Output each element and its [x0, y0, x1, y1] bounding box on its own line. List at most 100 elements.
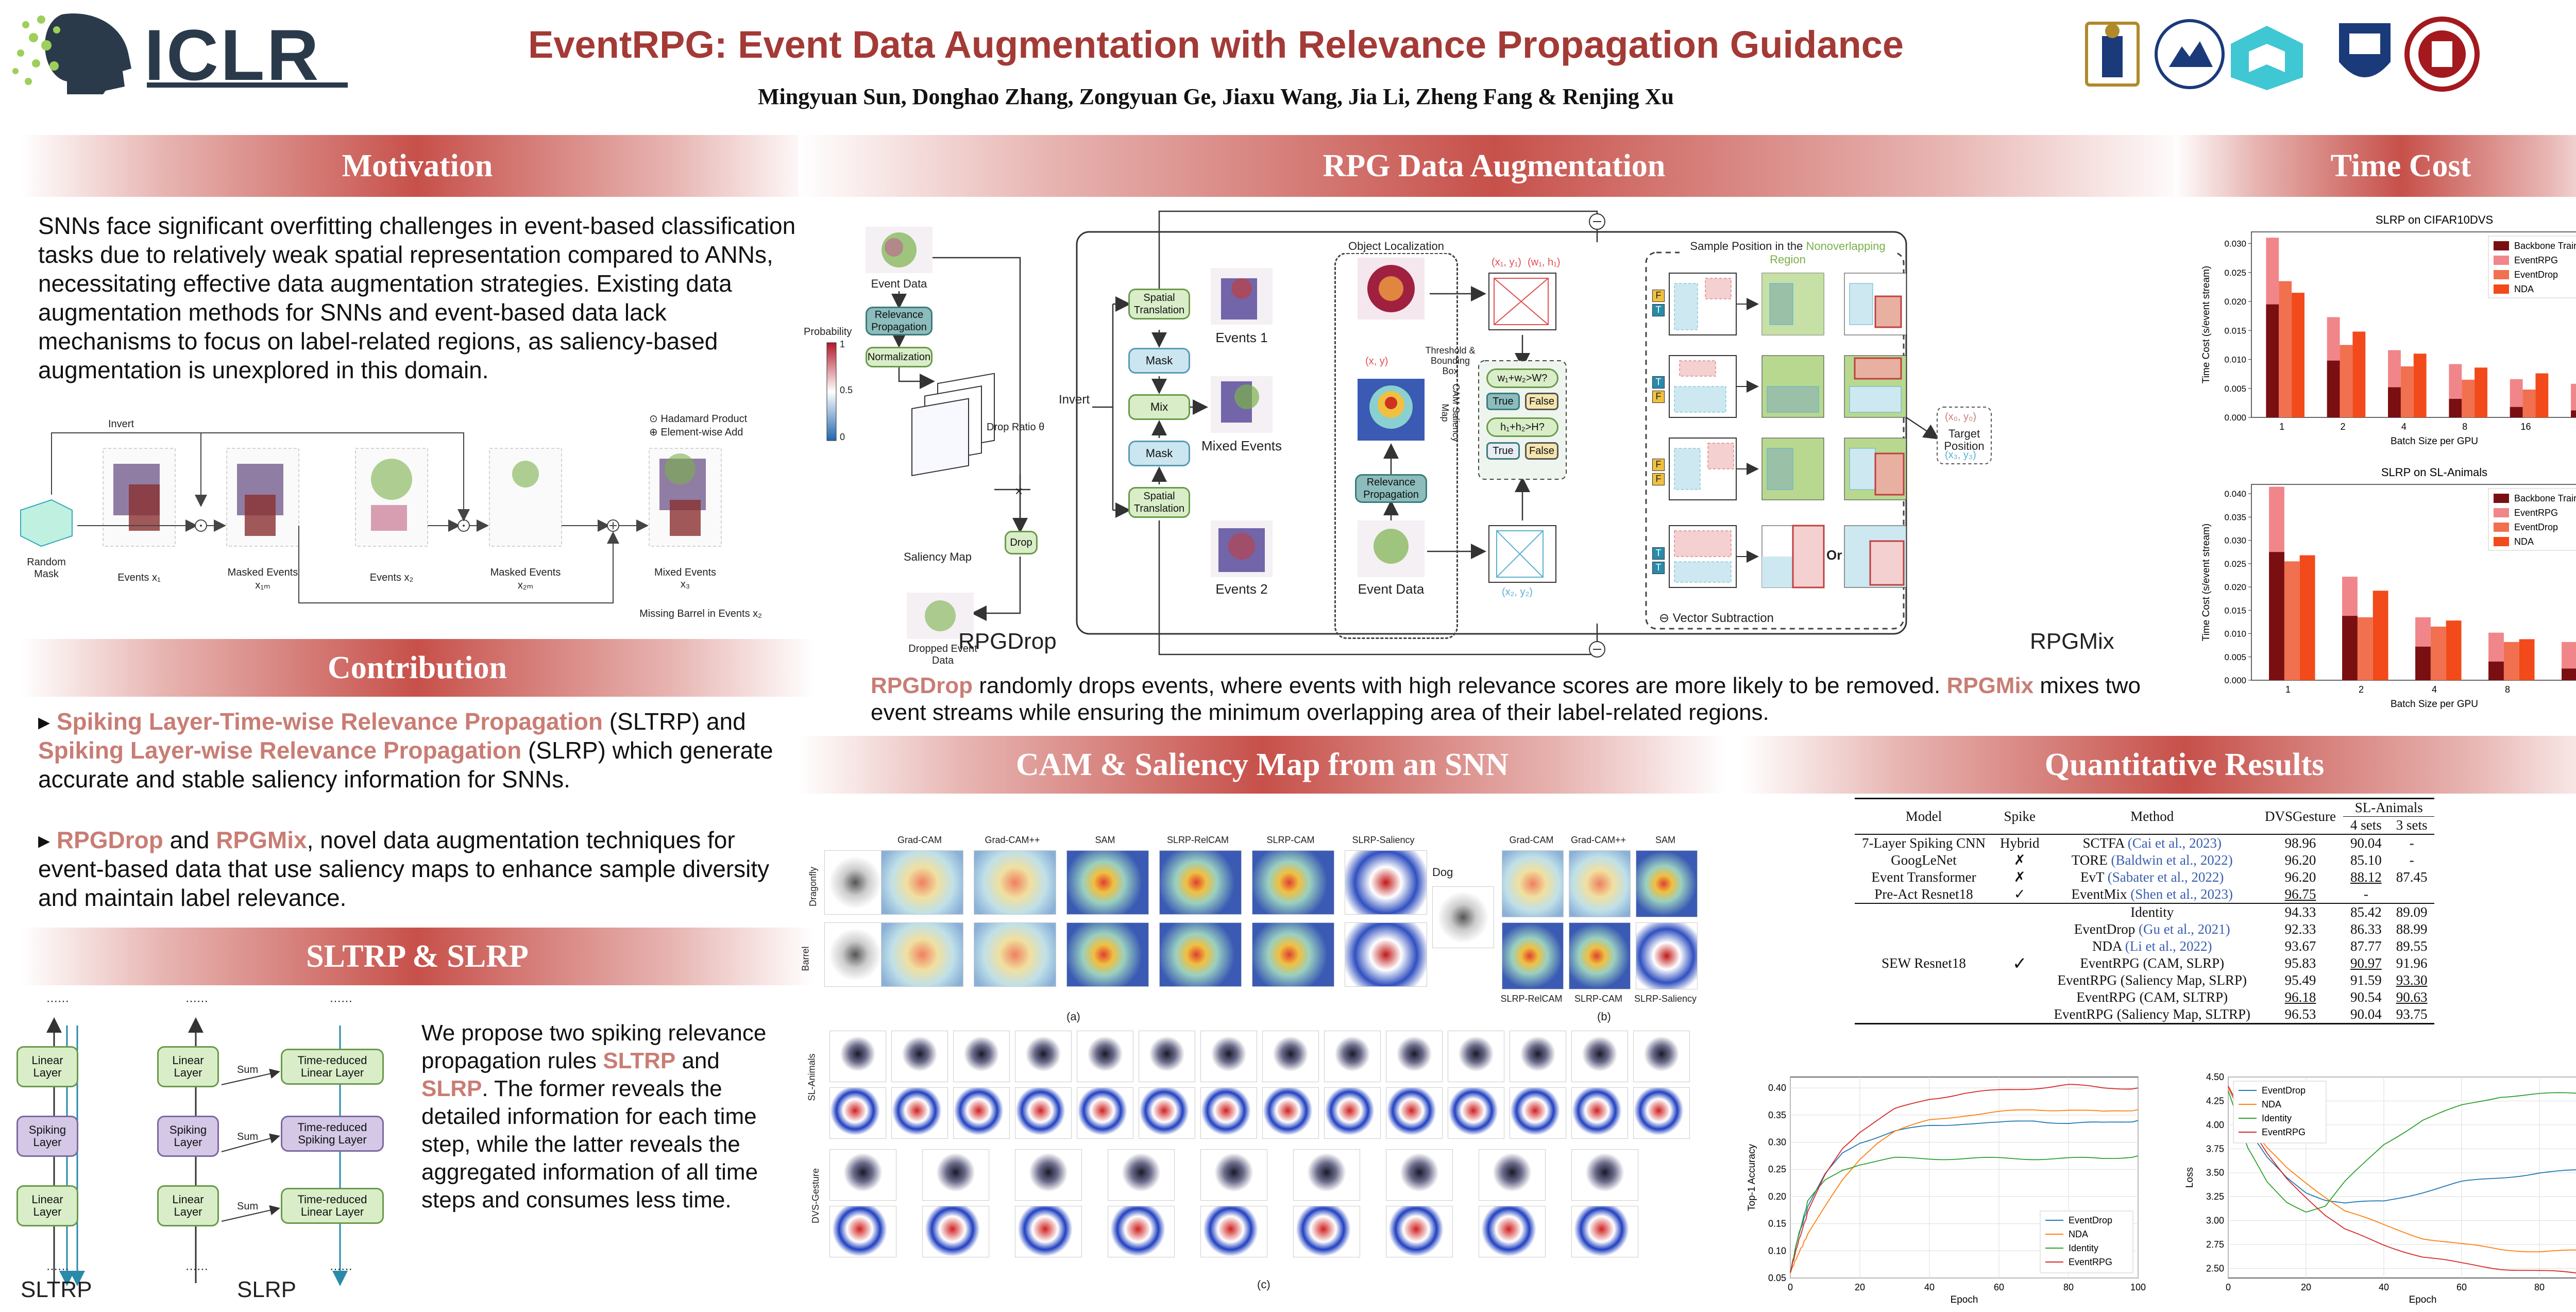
y-tick-label: 0.010	[2224, 355, 2246, 365]
series-line	[1790, 1084, 2139, 1272]
motivation-text: SNNs face significant overfitting challe…	[38, 212, 796, 383]
cam-c-thumb	[1448, 1031, 1504, 1082]
legend-item: EventDrop	[2069, 1215, 2112, 1225]
cam-c-thumb	[891, 1031, 948, 1082]
logo-1-icon	[2085, 22, 2140, 87]
cam-a-col-label: SLRP-Saliency	[1352, 835, 1415, 845]
dots-5: ⋯⋯	[185, 1263, 208, 1275]
cam-b-dog: Dog	[1432, 866, 1453, 879]
y-tick-label: 2.75	[2206, 1239, 2224, 1250]
affiliation-logos	[2081, 15, 2576, 93]
rpg-events2: Events 2	[1215, 581, 1268, 597]
cam-b-label: (b)	[1597, 1010, 1611, 1023]
sltrp-heading: SLTRP & SLRP	[306, 938, 529, 974]
series-line	[2228, 1087, 2576, 1253]
y-tick-label: 3.75	[2206, 1143, 2224, 1154]
loss-chart: 0204060801002.502.753.003.253.503.754.00…	[2184, 1072, 2576, 1305]
bar	[2449, 399, 2462, 417]
cam-c-thumb	[1015, 1149, 1082, 1201]
sample-grid	[1669, 273, 1907, 588]
bar	[2327, 360, 2340, 417]
results-table: Model Spike Method DVSGesture SL-Animals…	[1855, 798, 2435, 1024]
cam-c-thumb	[1324, 1087, 1381, 1139]
cam-a-thumb	[881, 922, 963, 987]
cam-b-thumb	[1502, 850, 1564, 917]
cam-c-thumb	[1633, 1031, 1690, 1082]
table-row: Event Transformer✗EvT (Sabater et al., 2…	[1871, 869, 2428, 885]
cam-b-col-label: SLRP-Saliency	[1634, 994, 1697, 1004]
bar	[2388, 387, 2401, 417]
legend-item: NDA	[2514, 284, 2534, 294]
legend-item: EventRPG	[2069, 1257, 2112, 1267]
quant-heading: Quantitative Results	[2044, 747, 2325, 782]
cam-c-thumb	[953, 1087, 1010, 1139]
slrp-linear-top: Linear Layer	[157, 1046, 219, 1087]
rpg-normalization: Normalization	[866, 347, 933, 367]
cam-a-thumb	[974, 850, 1056, 915]
y-tick-label: 3.00	[2206, 1216, 2224, 1226]
y-tick-label: 0.020	[2224, 582, 2246, 592]
rpg-cbar-bot: 0	[840, 432, 845, 442]
cam-c-thumb	[1479, 1206, 1546, 1257]
cam-c-thumb	[1200, 1206, 1267, 1257]
table-header-row: Model Spike Method DVSGesture SL-Animals	[1855, 798, 2435, 835]
y-tick-label: 0.20	[1768, 1191, 1786, 1202]
x-axis-label: Epoch	[2409, 1294, 2437, 1305]
y-tick-label: 4.00	[2206, 1120, 2224, 1130]
x-tick-label: 60	[1994, 1282, 2004, 1292]
y-axis-label: Top-1 Accuracy	[1747, 1144, 1757, 1211]
label-events-x1: Events x₁	[117, 572, 161, 583]
label-masked-x2m: Masked Events x₂ₘ	[490, 567, 561, 591]
y-tick-label: 0.000	[2224, 676, 2246, 685]
cam-b-col-label: Grad-CAM++	[1570, 835, 1626, 845]
contribution-bullet-1: ▸ Spiking Layer-Time-wise Relevance Prop…	[38, 708, 773, 793]
rpg-invert: Invert	[1059, 393, 1090, 407]
legend-hadamard: ⊙ Hadamard Product	[649, 413, 748, 425]
logo-3-icon	[2231, 26, 2303, 90]
rpg-spatial-2: Spatial Translation	[1128, 487, 1190, 518]
x-tick-label: 40	[2379, 1282, 2389, 1292]
rpg-false-2: False	[1525, 442, 1558, 460]
cam-b-thumb	[1636, 922, 1698, 989]
colorbar	[826, 342, 837, 441]
series-line	[2228, 1086, 2576, 1274]
time-cost-chart-1: SLRP on CIFAR10DVS0.0000.0050.0100.0150.…	[2201, 213, 2576, 447]
bar	[2488, 661, 2504, 680]
cam-heatmap	[1358, 379, 1425, 441]
rpg-cond1: w₁+w₂>W?	[1486, 368, 1558, 388]
cam-b-col-label: SAM	[1655, 835, 1675, 845]
rpg-false-1: False	[1525, 393, 1558, 410]
cam-c-thumb	[829, 1031, 886, 1082]
cam-c-row-label: DVS-Gesture	[810, 1168, 821, 1224]
rpg-x2y2: (x₂, y₂)	[1502, 586, 1533, 598]
bar	[2352, 331, 2366, 417]
x-tick-label: 60	[2456, 1282, 2467, 1292]
bar	[2446, 620, 2462, 680]
rpg-sample-pos: Sample Position in the Nonoverlapping Re…	[1680, 240, 1896, 266]
legend: Backbone TrainingEventRPGEventDropNDA	[2488, 236, 2576, 298]
x-tick-label: 40	[1924, 1282, 1935, 1292]
cam-c-thumb	[1386, 1031, 1443, 1082]
rpg-heading: RPG Data Augmentation	[1323, 148, 1666, 183]
series-line	[1790, 1109, 2139, 1274]
cam-c-row-label: SL-Animals	[806, 1053, 817, 1101]
contribution-heading: Contribution	[328, 650, 507, 685]
motivation-figure: Invert ⊙ Hadamard Product ⊕ Element-wise…	[10, 407, 783, 624]
y-tick-label: 0.035	[2224, 512, 2246, 522]
legend-item: Identity	[2262, 1113, 2292, 1123]
legend-item: NDA	[2514, 536, 2534, 547]
bar	[2299, 555, 2315, 680]
quant-banner: Quantitative Results	[1741, 736, 2576, 794]
bar	[2269, 552, 2284, 680]
cam-c-thumb	[1139, 1031, 1195, 1082]
bar	[2462, 379, 2475, 417]
cam-a-thumb	[1159, 850, 1242, 915]
cam-a-col-label: SLRP-RelCAM	[1166, 835, 1229, 845]
cam-c-thumb	[1448, 1087, 1504, 1139]
x-tick-label: 80	[2534, 1282, 2545, 1292]
dropped-thumb	[907, 593, 974, 639]
y-tick-label: 0.25	[1768, 1164, 1786, 1174]
